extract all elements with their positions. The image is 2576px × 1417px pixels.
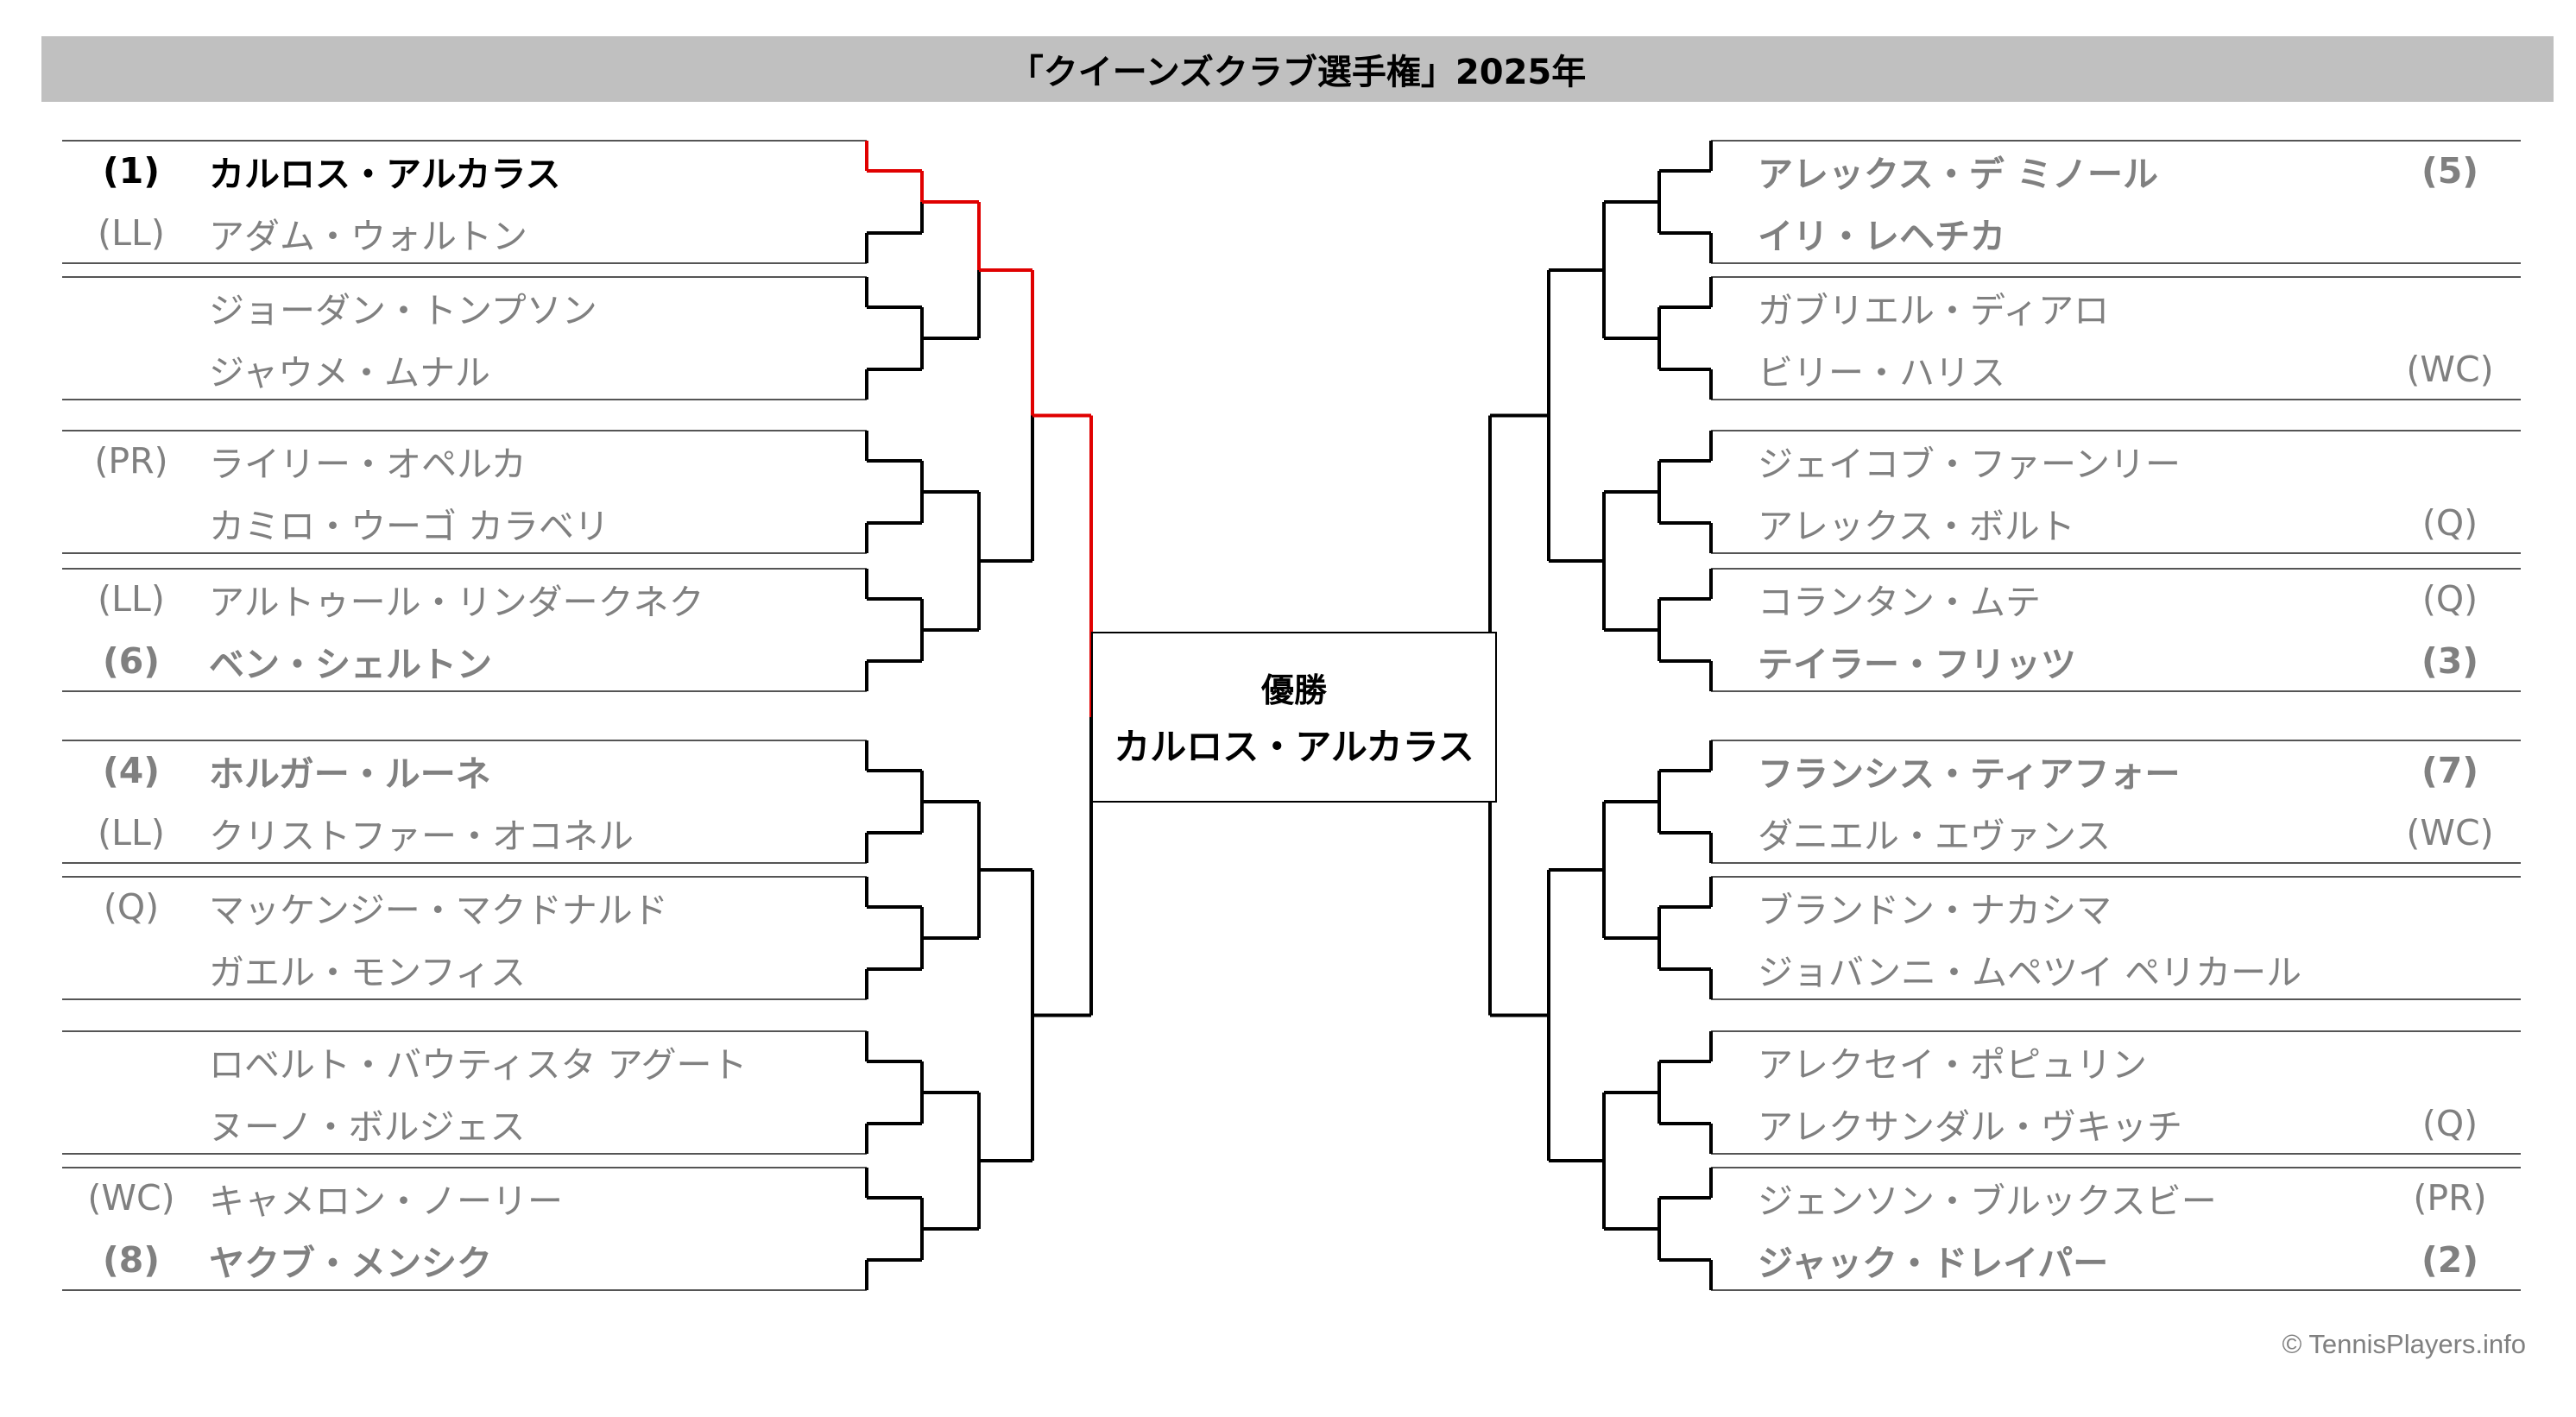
left-player-row: (1) カルロス・アルカラス xyxy=(0,140,2576,202)
seed-label: (6) xyxy=(102,640,160,682)
left-player-row: ガエル・モンフィス xyxy=(0,938,2576,1000)
seed-label: (3) xyxy=(2421,640,2478,682)
left-player-row: ジョーダン・トンプソン xyxy=(0,276,2576,338)
player-name: テイラー・フリッツ xyxy=(1758,644,2076,685)
player-name: ヌーノ・ボルジェス xyxy=(209,1106,526,1148)
player-name: ライリー・オペルカ xyxy=(209,444,527,485)
seed-label: (PR) xyxy=(2413,1177,2487,1219)
left-player-row: (WC) キャメロン・ノーリー xyxy=(0,1167,2576,1229)
player-name: ジェイコブ・ファーンリー xyxy=(1758,444,2181,485)
seed-label: (LL) xyxy=(98,212,165,254)
player-name: ヤクブ・メンシク xyxy=(209,1243,492,1284)
seed-label: (WC) xyxy=(2406,812,2494,853)
player-name: ジャウメ・ムナル xyxy=(209,352,490,394)
player-name: アレクセイ・ポピュリン xyxy=(1758,1044,2147,1086)
right-player-row: イリ・レヘチカ xyxy=(0,202,2576,264)
right-player-row: (2) ジャック・ドレイパー xyxy=(0,1229,2576,1291)
player-name: ジェンソン・ブルックスビー xyxy=(1758,1181,2217,1222)
right-player-row: ガブリエル・ディアロ xyxy=(0,276,2576,338)
champion-name: カルロス・アルカラス xyxy=(1114,726,1474,768)
left-player-row: (LL) クリストファー・オコネル xyxy=(0,802,2576,864)
player-name: ジョバンニ・ムペツイ ペリカール xyxy=(1758,952,2302,993)
seed-label: (1) xyxy=(102,150,160,192)
seed-label: (Q) xyxy=(103,886,160,928)
seed-label: (LL) xyxy=(98,812,165,853)
left-player-row: (LL) アダム・ウォルトン xyxy=(0,202,2576,264)
left-player-row: (LL) アルトゥール・リンダークネク xyxy=(0,568,2576,630)
seed-label: (2) xyxy=(2421,1239,2478,1281)
player-name: ベン・シェルトン xyxy=(209,644,492,685)
left-player-row: ロベルト・バウティスタ アグート xyxy=(0,1030,2576,1093)
title-bar: 「クイーンズクラブ選手権」2025年 xyxy=(41,36,2554,102)
player-name: イリ・レヘチカ xyxy=(1758,216,2005,257)
left-player-row: ヌーノ・ボルジェス xyxy=(0,1093,2576,1155)
champion-box: 優勝 カルロス・アルカラス xyxy=(1091,632,1497,803)
left-player-row: カミロ・ウーゴ カラベリ xyxy=(0,492,2576,554)
seed-label: (LL) xyxy=(98,578,165,620)
right-player-row: ブランドン・ナカシマ xyxy=(0,876,2576,938)
player-name: ガエル・モンフィス xyxy=(209,952,526,993)
player-name: ガブリエル・ディアロ xyxy=(1758,290,2110,331)
right-player-row: ジョバンニ・ムペツイ ペリカール xyxy=(0,938,2576,1000)
right-player-row: ジェイコブ・ファーンリー xyxy=(0,430,2576,492)
right-player-row: (WC) ダニエル・エヴァンス xyxy=(0,802,2576,864)
seed-label: (8) xyxy=(102,1239,160,1281)
player-name: アレックス・デ ミノール xyxy=(1758,154,2159,195)
right-player-row: (WC) ビリー・ハリス xyxy=(0,338,2576,400)
left-player-row: (8) ヤクブ・メンシク xyxy=(0,1229,2576,1291)
player-name: マッケンジー・マクドナルド xyxy=(209,890,668,931)
seed-label: (5) xyxy=(2421,150,2478,192)
player-name: コランタン・ムテ xyxy=(1758,582,2041,623)
player-name: ダニエル・エヴァンス xyxy=(1758,816,2112,857)
right-player-row: (Q) コランタン・ムテ xyxy=(0,568,2576,630)
player-name: ホルガー・ルーネ xyxy=(209,753,491,795)
player-name: ジャック・ドレイパー xyxy=(1758,1243,2109,1284)
right-player-row: (3) テイラー・フリッツ xyxy=(0,630,2576,692)
seed-label: (WC) xyxy=(87,1177,175,1219)
player-name: クリストファー・オコネル xyxy=(209,816,634,857)
seed-label: (Q) xyxy=(2421,502,2478,544)
seed-label: (7) xyxy=(2421,750,2478,791)
left-player-row: ジャウメ・ムナル xyxy=(0,338,2576,400)
left-player-row: (6) ベン・シェルトン xyxy=(0,630,2576,692)
champion-label: 優勝 xyxy=(1260,671,1327,709)
left-player-row: (PR) ライリー・オペルカ xyxy=(0,430,2576,492)
player-name: アレクサンダル・ヴキッチ xyxy=(1758,1106,2182,1148)
right-player-row: (Q) アレクサンダル・ヴキッチ xyxy=(0,1093,2576,1155)
player-name: カミロ・ウーゴ カラベリ xyxy=(209,506,610,547)
player-name: アルトゥール・リンダークネク xyxy=(209,582,704,623)
player-name: ブランドン・ナカシマ xyxy=(1758,890,2112,931)
player-name: キャメロン・ノーリー xyxy=(209,1181,563,1222)
right-player-row: アレクセイ・ポピュリン xyxy=(0,1030,2576,1093)
page-title: 「クイーンズクラブ選手権」2025年 xyxy=(1008,53,1587,92)
right-player-row: (5) アレックス・デ ミノール xyxy=(0,140,2576,202)
copyright: © TennisPlayers.info xyxy=(2282,1329,2526,1359)
left-player-row: (4) ホルガー・ルーネ xyxy=(0,740,2576,802)
seed-label: (PR) xyxy=(94,440,168,482)
left-player-row: (Q) マッケンジー・マクドナルド xyxy=(0,876,2576,938)
seed-label: (4) xyxy=(102,750,160,791)
right-player-row: (Q) アレックス・ボルト xyxy=(0,492,2576,554)
right-player-row: (PR) ジェンソン・ブルックスビー xyxy=(0,1167,2576,1229)
seed-label: (Q) xyxy=(2421,578,2478,620)
player-name: ロベルト・バウティスタ アグート xyxy=(209,1044,748,1086)
player-name: カルロス・アルカラス xyxy=(209,154,561,195)
seed-label: (Q) xyxy=(2421,1103,2478,1144)
seed-label: (WC) xyxy=(2406,349,2494,390)
player-name: アレックス・ボルト xyxy=(1758,506,2075,547)
player-name: ジョーダン・トンプソン xyxy=(209,290,597,331)
player-name: アダム・ウォルトン xyxy=(209,216,527,257)
player-name: フランシス・ティアフォー xyxy=(1758,753,2181,795)
player-name: ビリー・ハリス xyxy=(1758,352,2005,394)
right-player-row: (7) フランシス・ティアフォー xyxy=(0,740,2576,802)
